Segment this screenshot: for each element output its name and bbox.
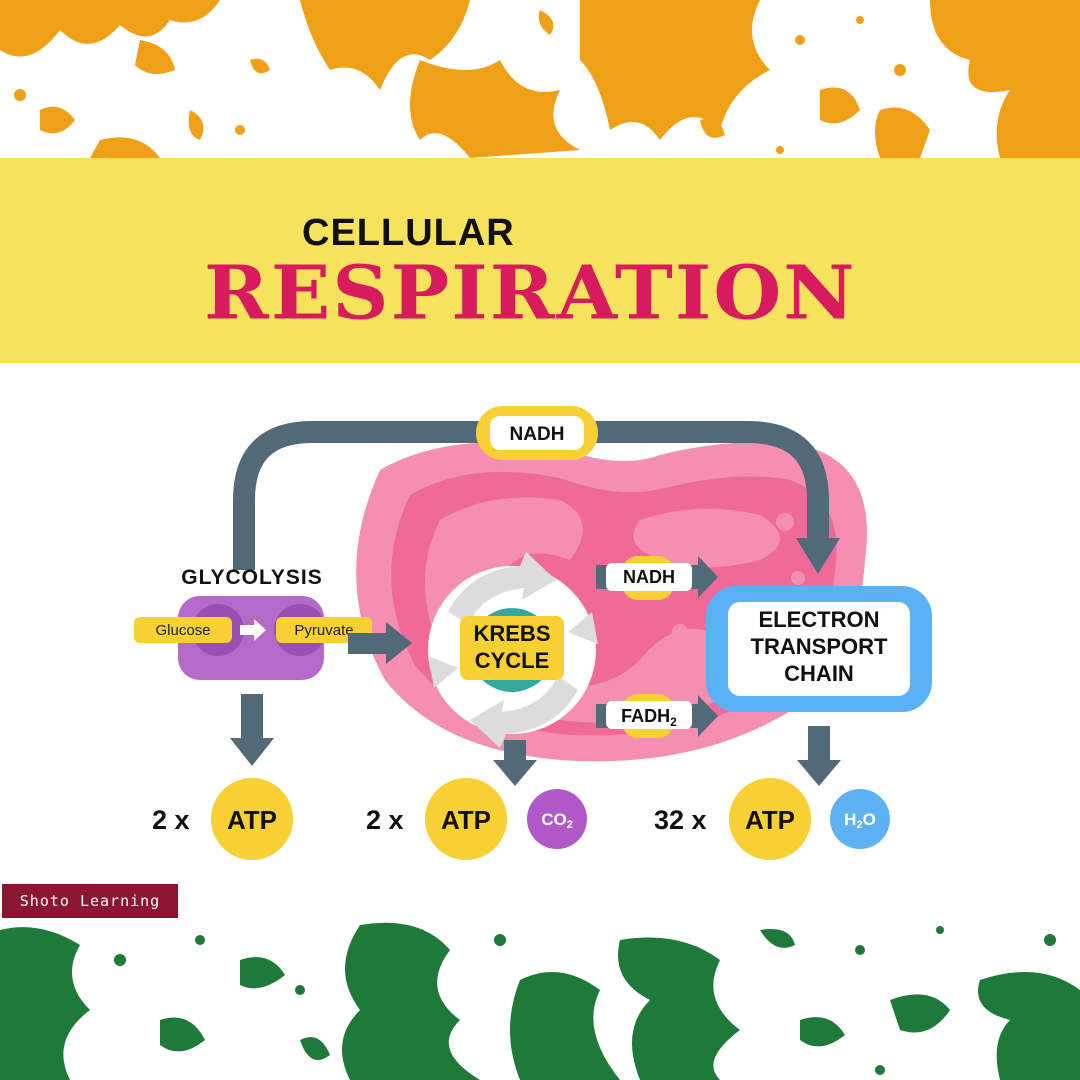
etc-down-arrow: [797, 726, 841, 786]
co2-label: CO2: [541, 810, 573, 831]
output-2-count: 2 x: [366, 805, 404, 835]
output-2-atp-badge: [425, 778, 507, 860]
top-splatter-decoration: [0, 0, 1080, 158]
nadh-top-label: NADH: [510, 424, 565, 445]
title-line1: CELLULAR: [302, 212, 515, 254]
pyruvate-to-krebs-arrow: [348, 622, 412, 664]
glucose-to-pyruvate-arrow: [240, 619, 266, 641]
nadh-arc-arrowhead: [796, 538, 840, 574]
h2o-badge: [830, 789, 890, 849]
bottom-splatter-decoration: [0, 922, 1080, 1080]
glucose-label: Glucose: [155, 622, 210, 639]
fadh2-arrow: [596, 694, 718, 738]
nadh-top-pill-inner: [490, 416, 584, 450]
nadh-mid-arrow: [596, 556, 718, 600]
title-line2: RESPIRATION: [204, 250, 857, 337]
output-1-atp-label: ATP: [227, 805, 277, 835]
title-band: [0, 158, 1080, 363]
etc-box-inner: [728, 602, 910, 696]
krebs-cycle: [428, 552, 598, 748]
krebs-label-line2: CYCLE: [475, 648, 550, 673]
glucose-pill: [134, 617, 232, 643]
glycolysis-down-arrow: [230, 694, 274, 766]
etc-label-line2: TRANSPORT: [751, 634, 888, 659]
etc-label-line3: CHAIN: [784, 661, 854, 686]
fadh2-label: FADH2: [621, 706, 677, 729]
etc-label-line1: ELECTRON: [759, 607, 880, 632]
h2o-label: H2O: [844, 810, 876, 831]
output-3-atp-badge: [729, 778, 811, 860]
co2-badge: [527, 789, 587, 849]
pyruvate-label: Pyruvate: [294, 622, 353, 639]
output-1-count: 2 x: [152, 805, 190, 835]
output-1-atp-badge: [211, 778, 293, 860]
output-3-atp-label: ATP: [745, 805, 795, 835]
nadh-mid-label: NADH: [623, 567, 675, 587]
krebs-down-arrow: [493, 740, 537, 786]
brand-tag: Shoto Learning: [2, 884, 178, 918]
output-2-atp-label: ATP: [441, 805, 491, 835]
glycolysis-label: GLYCOLYSIS: [181, 566, 323, 589]
krebs-label-line1: KREBS: [473, 621, 550, 646]
output-3-count: 32 x: [654, 805, 707, 835]
